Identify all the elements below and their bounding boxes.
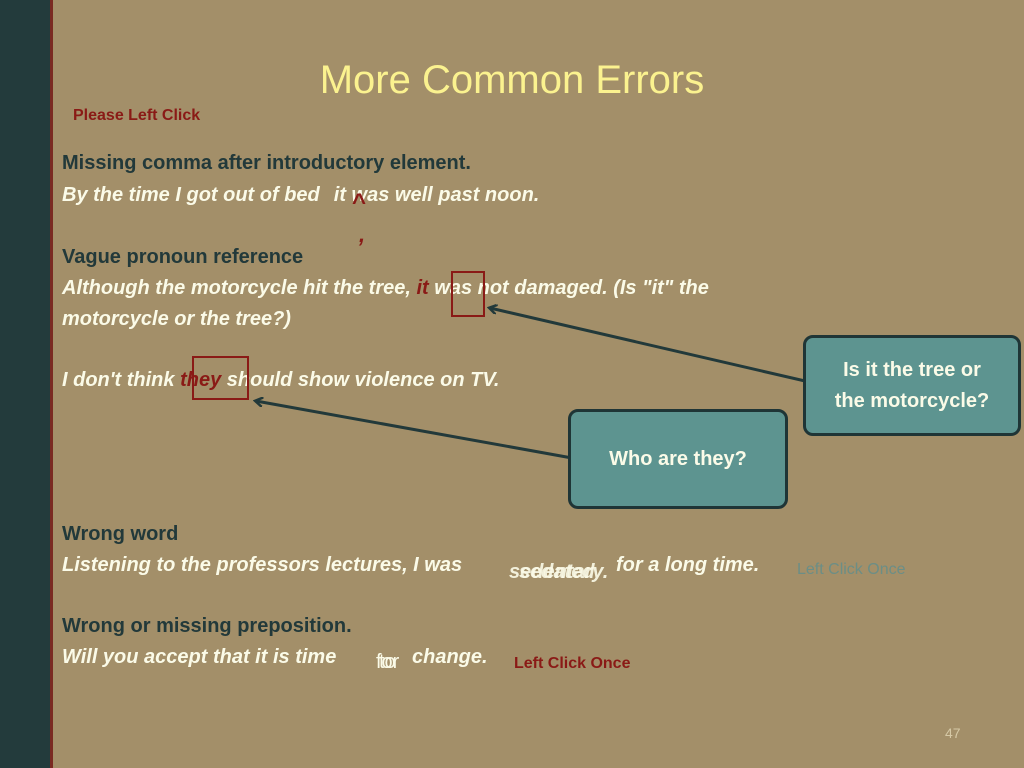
example-missing-comma-before: By the time I got out of bed <box>62 184 320 206</box>
click-hint[interactable]: Please Left Click <box>73 107 201 124</box>
example-vague-pronoun-1-line2: motorcycle or the tree?) <box>62 308 291 330</box>
example-vague-pronoun-1-before: Although the motorcycle hit the tree, <box>62 277 411 299</box>
correct-word-sedated: sedated <box>519 561 595 583</box>
callout-who-are-they: Who are they? <box>568 409 788 509</box>
highlight-box-they <box>192 356 249 400</box>
heading-wrong-word: Wrong word <box>62 523 179 545</box>
example-wrong-word-before: Listening to the professors lectures, I … <box>62 554 463 576</box>
preposition-for: for <box>376 651 400 673</box>
example-preposition-before: Will you accept that it is time <box>62 646 337 668</box>
callout-tree-or-motorcycle-line1: Is it the tree or <box>843 358 981 381</box>
heading-preposition: Wrong or missing preposition. <box>62 615 352 637</box>
sidebar-edge-line <box>50 0 53 768</box>
preposition-to: to <box>379 651 396 673</box>
arrow-to-it <box>490 308 806 383</box>
example-vague-pronoun-2: I don't think they should show violence … <box>62 369 499 392</box>
arrow-to-they <box>256 401 573 460</box>
heading-vague-pronoun: Vague pronoun reference <box>62 246 304 268</box>
example-preposition-after: change. <box>412 646 488 668</box>
example-vague-pronoun-1: Although the motorcycle hit the tree, it… <box>62 277 709 300</box>
pronoun-it: it <box>416 277 429 299</box>
highlight-box-it <box>451 271 485 317</box>
example-vague-pronoun-2-before: I don't think <box>62 369 175 391</box>
slide-title: More Common Errors <box>319 58 705 102</box>
callout-tree-or-motorcycle: Is it the tree or the motorcycle? <box>803 335 1021 436</box>
left-click-once-faint[interactable]: Left Click Once <box>797 561 906 578</box>
example-vague-pronoun-1-after: was not damaged. (Is "it" the <box>434 277 709 299</box>
example-missing-comma: By the time I got out of bed it was well … <box>62 184 539 207</box>
example-vague-pronoun-2-after: should show violence on TV. <box>226 369 500 391</box>
example-missing-comma-after: it was well past noon. <box>333 184 540 206</box>
wrong-word-sedentary: sedentary. <box>509 561 609 583</box>
example-wrong-word-after: for a long time. <box>616 554 760 576</box>
inserted-comma: , <box>359 222 366 247</box>
heading-missing-comma: Missing comma after introductory element… <box>62 152 471 174</box>
callout-tree-or-motorcycle-line2: the motorcycle? <box>834 389 990 412</box>
left-click-once[interactable]: Left Click Once <box>514 655 631 672</box>
page-number: 47 <box>945 725 961 741</box>
insertion-caret: ^ <box>352 189 367 216</box>
sidebar-bar <box>0 0 50 768</box>
pronoun-they: they <box>180 369 222 391</box>
